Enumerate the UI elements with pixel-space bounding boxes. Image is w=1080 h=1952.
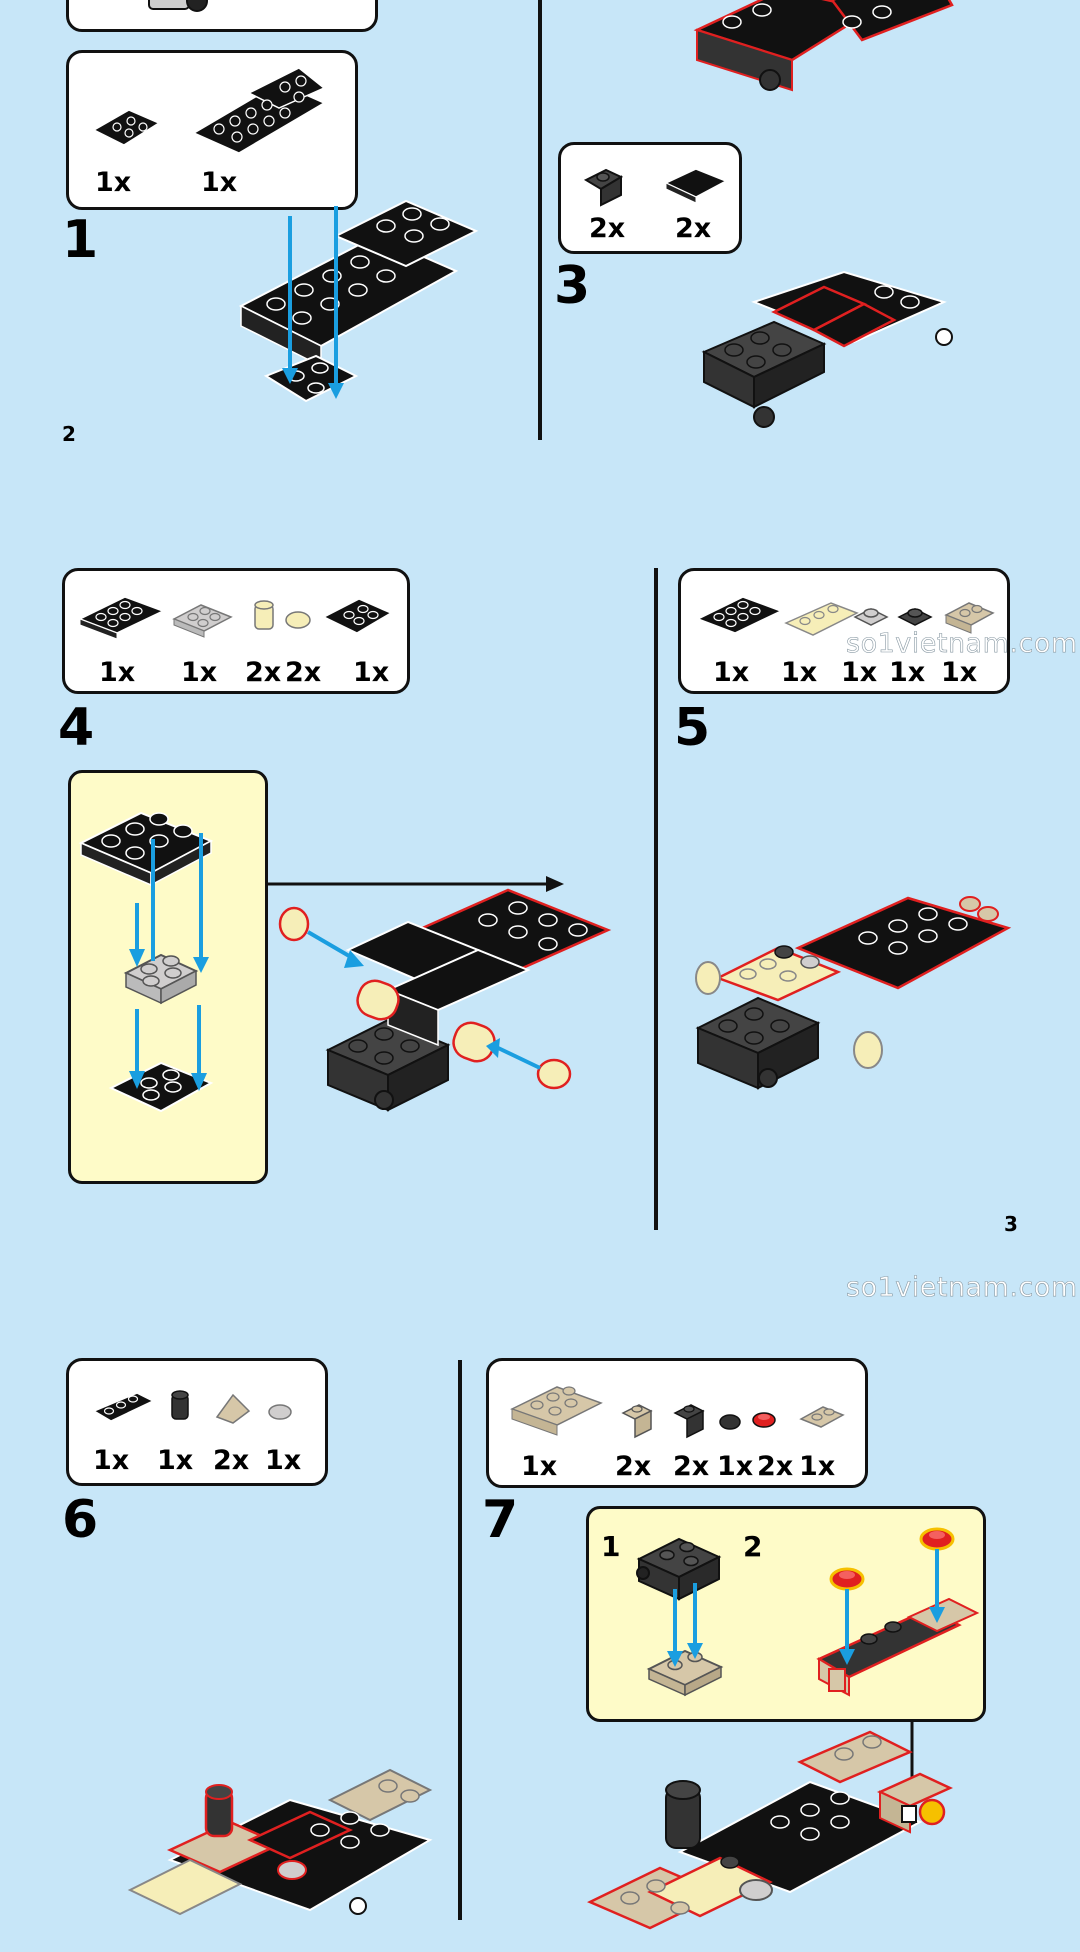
small-plate-part-icon xyxy=(92,109,161,146)
gray-bracket-part-icon xyxy=(583,168,624,207)
step-1-part-2-qty: 1x xyxy=(201,167,238,198)
dark-round-plate-part-icon xyxy=(719,1414,741,1430)
step-4-part-1-qty: 1x xyxy=(99,657,136,688)
step-7-parts-box: 1x 2x 2x 1x 2x 1x xyxy=(486,1358,868,1488)
step-4-part-5-qty: 1x xyxy=(353,657,390,688)
step-7-subassembly-callout: 1 2 xyxy=(586,1506,986,1722)
step-3-number: 3 xyxy=(554,256,591,316)
bottom-center-divider xyxy=(458,1360,462,1920)
step-4-part-4-qty: 2x xyxy=(285,657,322,688)
step-4-part-3-qty: 2x xyxy=(245,657,282,688)
light-gray-plate-part-icon xyxy=(172,604,233,638)
gray-jumper-part-icon xyxy=(853,608,889,626)
step-1-parts-box: 1x 1x xyxy=(66,50,358,210)
step-7-number: 7 xyxy=(482,1490,519,1550)
red-round-plate-part-icon xyxy=(752,1412,776,1428)
large-plate-part-icon xyxy=(192,67,326,154)
cream-plate-part-icon xyxy=(784,602,859,636)
step-7-part-3-qty: 2x xyxy=(673,1451,710,1482)
step-6-part-4-qty: 1x xyxy=(265,1445,302,1476)
step-7-part-5-qty: 2x xyxy=(757,1451,794,1482)
step-7-substep-1: 1 xyxy=(601,1530,621,1563)
step-3-assembly-illustration xyxy=(701,270,953,428)
cream-round-brick-part-icon xyxy=(254,600,274,630)
black-plate-2x4-part-icon xyxy=(78,596,165,640)
step-5-part-1-qty: 1x xyxy=(713,657,750,688)
step-4-assembly-illustration xyxy=(268,876,612,1112)
dark-gray-jumper-part-icon xyxy=(897,608,933,626)
step-1-assembly-illustration xyxy=(238,199,479,403)
step-6-part-2-qty: 1x xyxy=(157,1445,194,1476)
step-6-assembly-illustration xyxy=(127,1768,433,1916)
step-4-parts-box: 1x 1x 2x 2x 1x xyxy=(62,568,410,694)
step-5-parts-box: 1x 1x 1x 1x 1x xyxy=(678,568,1010,694)
step-6-part-1-qty: 1x xyxy=(93,1445,130,1476)
step-5-part-3-qty: 1x xyxy=(841,657,878,688)
watermark-lower: so1vietnam.com xyxy=(846,1272,1078,1304)
step-4-part-2-qty: 1x xyxy=(181,657,218,688)
top-center-divider xyxy=(538,0,542,440)
axle-plate-part-icon xyxy=(322,598,393,634)
tan-mudguard-part-icon xyxy=(510,1386,603,1436)
wheel-part-icon xyxy=(148,0,208,12)
step-4-subassembly-illustration xyxy=(78,811,214,1113)
step-2-assembly-remnant xyxy=(693,0,954,92)
black-plate-part-icon xyxy=(696,596,783,634)
page-number-3: 3 xyxy=(1004,1212,1018,1236)
step-3-part-2-qty: 2x xyxy=(675,213,712,244)
step-3-part-1-qty: 2x xyxy=(589,213,626,244)
step-4-subassembly-callout xyxy=(68,770,268,1184)
black-tile-part-icon xyxy=(664,168,728,204)
step-7-assembly-illustration xyxy=(587,1722,954,1930)
watermark-upper: so1vietnam.com xyxy=(846,628,1078,660)
step-7-substep-1-illustration xyxy=(636,1537,724,1697)
step-6-part-3-qty: 2x xyxy=(213,1445,250,1476)
tan-bracket-part-icon xyxy=(621,1404,653,1439)
step-7-part-2-qty: 2x xyxy=(615,1451,652,1482)
step-7-substep-2: 2 xyxy=(743,1530,763,1563)
step-7-part-6-qty: 1x xyxy=(799,1451,836,1482)
step-6-parts-box: 1x 1x 2x 1x xyxy=(66,1358,328,1486)
step-1-part-1-qty: 1x xyxy=(95,167,132,198)
tan-plate-1x2-part-icon xyxy=(799,1406,845,1428)
tan-slope-part-icon xyxy=(215,1393,251,1424)
step-7-part-4-qty: 1x xyxy=(717,1451,754,1482)
tan-plate-part-icon xyxy=(944,602,995,634)
middle-center-divider xyxy=(654,568,658,1230)
step-4-number: 4 xyxy=(58,698,95,758)
step-1-number: 1 xyxy=(62,210,99,270)
dark-bracket-part-icon xyxy=(673,1404,705,1439)
gray-round-tile-part-icon xyxy=(268,1404,292,1420)
step-5-part-5-qty: 1x xyxy=(941,657,978,688)
step-5-part-4-qty: 1x xyxy=(889,657,926,688)
black-plate-1x4-part-icon xyxy=(92,1392,155,1422)
step-5-number: 5 xyxy=(674,698,711,758)
step-5-part-2-qty: 1x xyxy=(781,657,818,688)
cream-round-tile-part-icon xyxy=(285,611,311,629)
previous-step-parts-box xyxy=(66,0,378,32)
step-7-substep-2-illustration xyxy=(816,1527,980,1697)
step-3-parts-box: 2x 2x xyxy=(558,142,742,254)
dark-round-brick-part-icon xyxy=(171,1390,189,1420)
step-7-part-1-qty: 1x xyxy=(521,1451,558,1482)
page-number-2: 2 xyxy=(62,422,76,446)
step-5-assembly-illustration xyxy=(695,896,1012,1090)
step-6-number: 6 xyxy=(62,1490,99,1550)
